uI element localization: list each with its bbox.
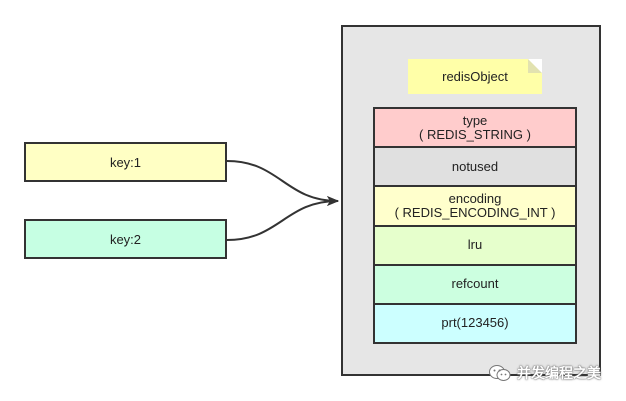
- arrow-key2-to-object: [226, 196, 339, 241]
- key-1-node: key:1: [24, 142, 227, 182]
- field-lru-line: lru: [467, 237, 483, 253]
- field-refcount: refcount: [375, 263, 575, 303]
- field-notused: notused: [375, 146, 575, 186]
- field-encoding: encoding( REDIS_ENCODING_INT ): [375, 185, 575, 225]
- watermark-text: 并发编程之美: [517, 365, 601, 381]
- field-type-line: type: [462, 112, 488, 128]
- field-prt-line: prt(123456): [441, 315, 509, 331]
- field-prt: prt(123456): [375, 302, 575, 343]
- field-lru: lru: [375, 224, 575, 264]
- field-encoding-line: encoding: [448, 190, 502, 206]
- field-type: type( REDIS_STRING ): [375, 109, 575, 147]
- note-folded-corner: [528, 59, 542, 73]
- arrow-key1-to-object: [226, 160, 339, 206]
- redis-object-note: redisObject: [408, 59, 542, 94]
- field-type-line: ( REDIS_STRING ): [419, 126, 531, 142]
- key-2-node: key:2: [24, 219, 227, 259]
- field-notused-line: notused: [451, 158, 499, 174]
- wechat-icon: [489, 365, 511, 381]
- field-encoding-line: ( REDIS_ENCODING_INT ): [394, 204, 556, 220]
- key-2-label: key:2: [109, 231, 142, 247]
- field-refcount-line: refcount: [451, 276, 499, 292]
- watermark: 并发编程之美: [489, 363, 601, 383]
- key-1-label: key:1: [109, 154, 142, 170]
- redis-object-title: redisObject: [442, 69, 508, 84]
